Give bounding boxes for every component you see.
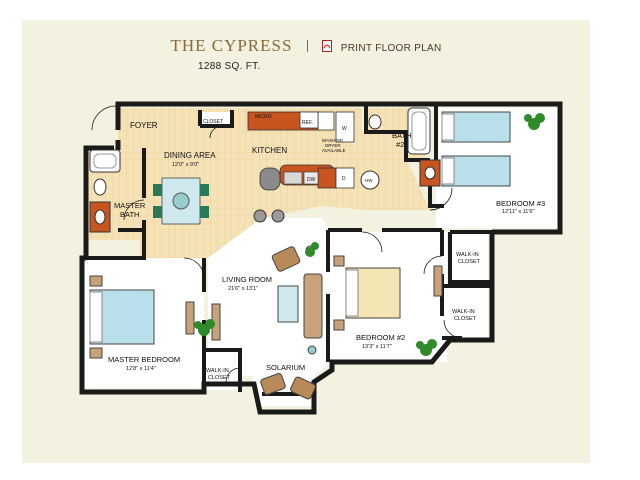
foyer-label: FOYER [130,121,158,130]
square-footage: 1288 SQ. FT. [198,61,261,72]
interior-walls [86,104,492,396]
walkin-b3-floor [452,232,488,282]
closet-top-label: CLOSET [203,119,223,125]
walkin-b3-label-2: CLOSET [458,259,481,265]
bedroom3-beds [441,111,511,187]
w-label: W [342,126,347,132]
dining-label: DINING AREA [164,151,216,160]
hw-label: HW [365,178,373,183]
walkin-master-label-1: WALK-IN [206,368,229,374]
bedroom3-dims: 12'11" x 11'6" [502,209,534,215]
walkin-b3-label-1: WALK-IN [456,252,479,258]
master-bedroom-dims: 12'8" x 11'4" [126,366,156,372]
master-bath-label-2: BATH [120,210,139,219]
master-bath-label-1: MASTER [114,201,146,210]
title-row: THE CYPRESS PRINT FLOOR PLAN [22,36,590,58]
dining-dims: 12'0" x 9'0" [172,162,199,168]
bedroom2-bed [333,255,443,331]
walkin-b2-floor [442,288,488,340]
plant-icon [194,113,545,356]
living-dims: 21'6" x 13'1" [228,286,258,292]
bath2-label-2: #2 [396,140,404,149]
d-label: D [342,176,346,182]
walkin-b2-label-2: CLOSET [454,316,477,322]
walkin-master-label-2: CLOSET [208,375,231,381]
kitchen-label: KITCHEN [252,146,287,155]
walkin-b2-label-1: WALK-IN [452,309,475,315]
floor-plan-drawing: FOYER CLOSET MICRO REF. W D DW HW WASHER… [79,101,563,415]
kitchen-counters [247,111,380,223]
solarium-label: SOLARIUM [266,363,305,372]
dining-table [153,177,209,225]
room-labels: FOYER CLOSET MICRO REF. W D DW HW WASHER… [108,114,545,381]
micro-label: MICRO [255,114,272,120]
ref-label: REF. [302,120,313,126]
master-bed [89,275,195,359]
bath2-fixtures [368,107,441,187]
print-floor-plan-link[interactable]: PRINT FLOOR PLAN [340,43,442,54]
floor-plan-panel: THE CYPRESS PRINT FLOOR PLAN 1288 SQ. FT… [22,20,590,463]
pdf-icon[interactable] [322,39,333,52]
living-label: LIVING ROOM [222,275,272,284]
washer-label-3: AVAILABLE [322,148,346,153]
door-swings [91,105,463,383]
exterior-walls [79,101,563,415]
dw-label: DW [307,177,316,183]
title-divider [306,40,308,52]
bath2-label-1: BATH [392,131,411,140]
master-bath-fixtures [89,149,121,233]
foyer-closet-floor [200,112,230,126]
plan-title: THE CYPRESS [170,36,293,55]
bedroom3-label: BEDROOM #3 [496,199,545,208]
washer-label-1: WASHER/ [322,138,344,143]
washer-label-2: DRYER [325,143,341,148]
bedroom2-label: BEDROOM #2 [356,333,405,342]
bedroom2-dims: 13'3" x 11'7" [362,344,392,350]
master-bedroom-label: MASTER BEDROOM [108,355,180,364]
